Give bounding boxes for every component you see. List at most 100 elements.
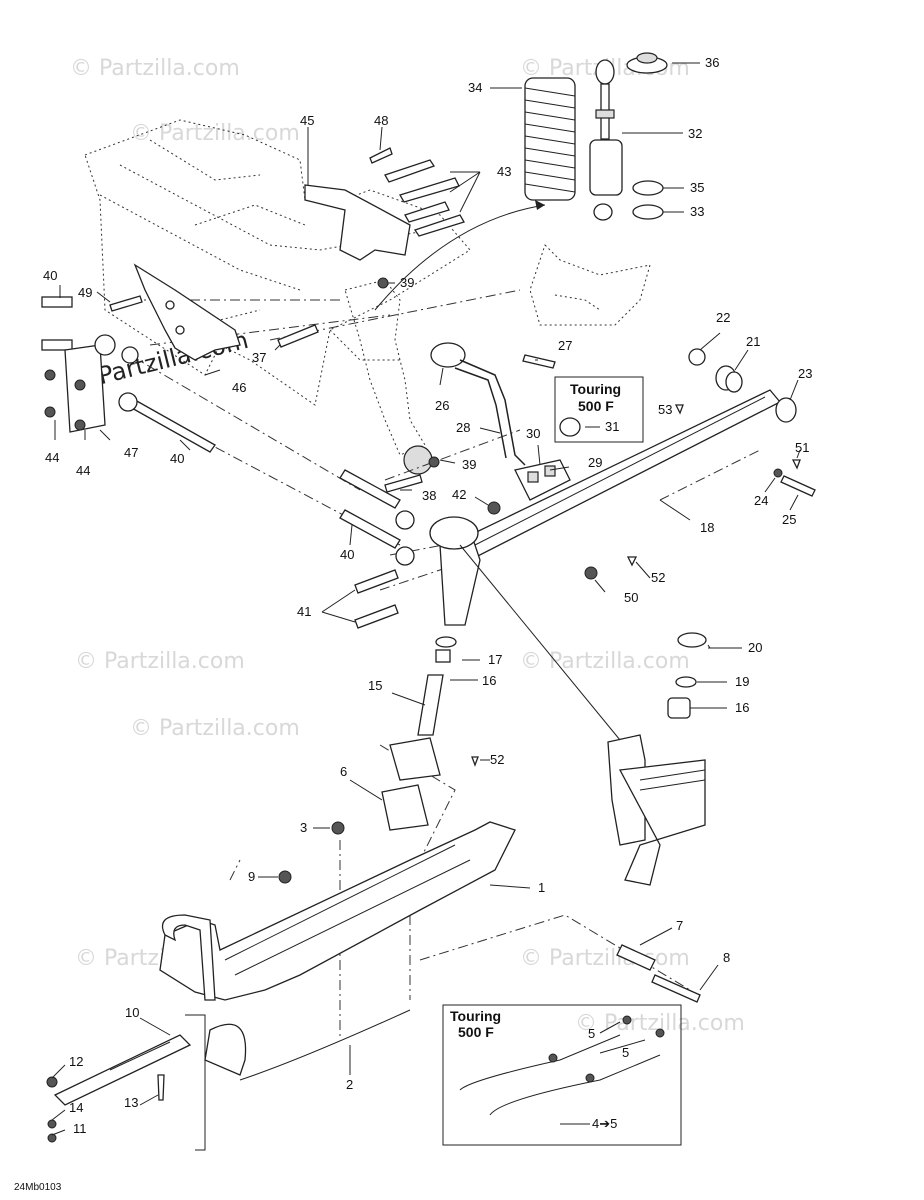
- nut: [278, 870, 292, 884]
- bolt: [651, 974, 701, 1003]
- side-plate: [133, 263, 241, 361]
- bolt: [522, 354, 556, 369]
- callout-18: 18: [700, 520, 714, 535]
- callout-13: 13: [124, 1095, 138, 1110]
- nut: [46, 1076, 58, 1088]
- callout-53: 53: [658, 402, 672, 417]
- leader-lines: [51, 62, 801, 1136]
- nut: [487, 501, 501, 515]
- spindle-leg: [607, 734, 706, 886]
- bolt: [780, 475, 816, 497]
- shock-arrow-line: [374, 204, 546, 311]
- upper-bracket: [304, 184, 411, 261]
- bolt: [277, 324, 319, 348]
- callout-39: 39: [400, 275, 414, 290]
- callout-20: 20: [748, 640, 762, 655]
- grease-drop-icon: [674, 404, 684, 415]
- callout-6: 6: [340, 764, 347, 779]
- callout-3: 3: [300, 820, 307, 835]
- washer: [688, 348, 706, 366]
- skid-plate: [204, 1023, 247, 1076]
- washer: [47, 1119, 57, 1129]
- callout-12: 12: [69, 1054, 83, 1069]
- callout-36: 36: [705, 55, 719, 70]
- steering-arm: [430, 342, 526, 466]
- callout-49: 49: [78, 285, 92, 300]
- washer: [773, 468, 783, 478]
- arrow-head-icon: [535, 200, 545, 210]
- nut: [47, 1133, 57, 1143]
- callout-40: 40: [43, 268, 57, 283]
- diagram-code: 24Mb0103: [14, 1182, 62, 1193]
- callout-45: 45: [300, 113, 314, 128]
- watermark-text: © Partzilla.com: [75, 649, 245, 674]
- mount-plate: [64, 344, 106, 433]
- touring-title: Touring: [570, 381, 621, 397]
- callout-52: 52: [490, 752, 504, 767]
- bushing: [667, 697, 691, 719]
- callout-38: 38: [422, 488, 436, 503]
- callout-30: 30: [526, 426, 540, 441]
- callout-27: 27: [558, 338, 572, 353]
- callout-47: 47: [124, 445, 138, 460]
- bushing-assembly: [715, 365, 743, 393]
- rivet: [369, 147, 393, 164]
- steering-boot: [344, 279, 433, 475]
- watermark-text: © Partzilla.com: [130, 121, 300, 146]
- ski-pad: [381, 784, 429, 831]
- callout-29: 29: [588, 455, 602, 470]
- callout-23: 23: [798, 366, 812, 381]
- bushings: [94, 334, 415, 566]
- seal-ring: [775, 397, 797, 423]
- ski-runner: [239, 1009, 411, 1081]
- callout-31: 31: [605, 419, 619, 434]
- callout-15: 15: [368, 678, 382, 693]
- assembly-bracket-line: [185, 1014, 206, 1151]
- retaining-ring: [675, 676, 697, 688]
- spring-lower-seat: [632, 180, 664, 196]
- callout-48: 48: [374, 113, 388, 128]
- callout-52: 52: [651, 570, 665, 585]
- cap: [677, 632, 707, 648]
- shock-absorber: [589, 59, 623, 221]
- callout-26: 26: [435, 398, 449, 413]
- touring-subtitle: 500 F: [458, 1024, 494, 1040]
- nut: [428, 456, 440, 468]
- bolt: [354, 604, 399, 629]
- callout-37: 37: [252, 350, 266, 365]
- callout-40: 40: [340, 547, 354, 562]
- callout-5: 5: [588, 1026, 595, 1041]
- leg-guide-line: [459, 544, 621, 741]
- spacer-tube: [616, 944, 656, 971]
- nuts: [44, 369, 86, 431]
- nut: [377, 277, 389, 289]
- callout-25: 25: [782, 512, 796, 527]
- grease-drop-icon: [791, 459, 801, 470]
- callout-1: 1: [538, 880, 545, 895]
- callout-2: 2: [346, 1077, 353, 1092]
- callout-51: 51: [795, 440, 809, 455]
- touring-title: Touring: [450, 1008, 501, 1024]
- callout-32: 32: [688, 126, 702, 141]
- bolts-group: [384, 159, 465, 237]
- touring-subtitle: 500 F: [578, 398, 614, 414]
- watermark-text: © Partzilla.com: [130, 716, 300, 741]
- ski: [159, 821, 516, 1001]
- grease-fitting: [584, 566, 598, 580]
- callout-7: 7: [676, 918, 683, 933]
- callout-28: 28: [456, 420, 470, 435]
- callout-11: 11: [73, 1121, 87, 1136]
- callout-50: 50: [624, 590, 638, 605]
- trailing-arm-tubes: [41, 296, 401, 549]
- callout-33: 33: [690, 204, 704, 219]
- callout-5: 5: [622, 1045, 629, 1060]
- bolt: [384, 474, 423, 493]
- clamp: [514, 459, 571, 501]
- callout-17: 17: [488, 652, 502, 667]
- callout-14: 14: [69, 1100, 83, 1115]
- touring-inset-upper: Touring 500 F: [554, 376, 644, 443]
- callout-40: 40: [170, 451, 184, 466]
- callout-43: 43: [497, 164, 511, 179]
- callout-22: 22: [716, 310, 730, 325]
